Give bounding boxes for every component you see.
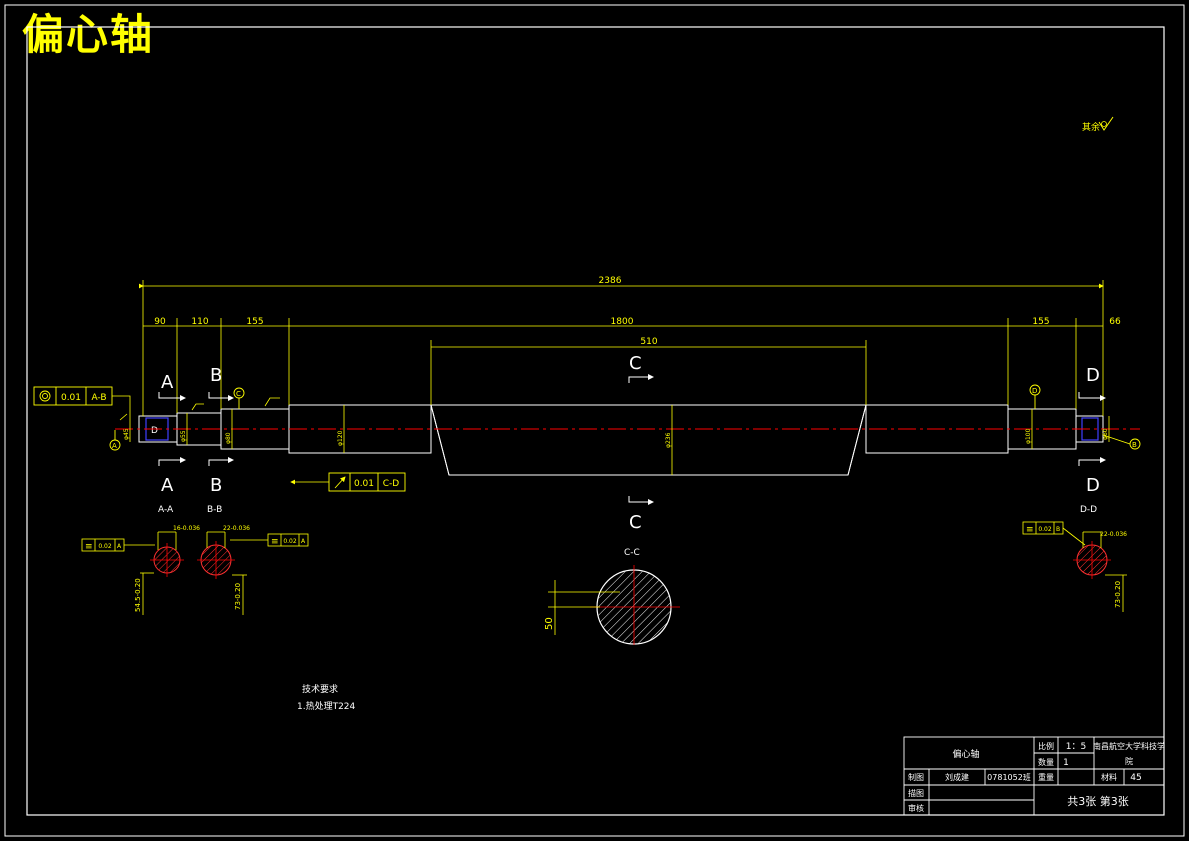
section-mark-b-top: B <box>210 365 222 386</box>
aa-width: 16-0.036 <box>173 525 200 532</box>
dim-left-d2: φ55 <box>180 430 187 442</box>
tb-check-label: 审核 <box>908 803 924 813</box>
section-mark-a-top: A <box>161 372 174 393</box>
svg-text:0.02: 0.02 <box>1038 526 1052 533</box>
cc-offset: 50 <box>544 617 555 630</box>
svg-text:≡: ≡ <box>271 537 279 547</box>
tb-drawn-id: 0781052班 <box>987 772 1031 782</box>
tb-scale-label: 比例 <box>1038 741 1054 751</box>
tb-qty-label: 数量 <box>1038 757 1054 767</box>
svg-text:A: A <box>301 538 306 545</box>
keyway-label: D <box>151 426 158 436</box>
section-title-aa: A-A <box>158 505 174 515</box>
surface-note: 其余 <box>1082 121 1100 133</box>
tb-qty-value: 1 <box>1063 758 1069 768</box>
svg-text:0.02: 0.02 <box>283 538 297 545</box>
aa-depth: 54.5-0.20 <box>134 578 142 612</box>
shaft-outline <box>138 404 1104 476</box>
dim-left-d3: φ80 <box>225 432 232 444</box>
tb-design-label: 描图 <box>908 788 924 798</box>
tb-material-value: 45 <box>1130 773 1141 783</box>
bb-depth: 73-0.20 <box>234 583 242 610</box>
datum-b: B <box>1132 441 1137 449</box>
dd-width: 22-0.036 <box>1100 531 1127 538</box>
tb-sheets: 共3张 第3张 <box>1067 794 1129 808</box>
section-mark-a-bottom: A <box>161 475 174 496</box>
tb-scale-value: 1：5 <box>1066 742 1086 752</box>
section-mark-d-bottom: D <box>1086 475 1100 496</box>
outer-border <box>4 4 1185 837</box>
svg-text:0.02: 0.02 <box>98 543 112 550</box>
dim-seg-center: 510 <box>640 337 657 347</box>
dim-overall: 2386 <box>599 276 622 286</box>
dd-depth: 73-0.20 <box>1114 581 1122 608</box>
dim-right-d2: φ60 <box>1102 428 1109 440</box>
tb-drawn-label: 制图 <box>908 772 924 782</box>
dim-seg6: 66 <box>1109 317 1121 327</box>
svg-text:0.01: 0.01 <box>61 393 81 403</box>
section-mark-c-top: C <box>629 353 642 374</box>
svg-text:A-B: A-B <box>91 393 106 403</box>
tb-drawn-name: 刘成建 <box>945 772 969 782</box>
bb-symmetry-frame: ≡ 0.02 A <box>230 533 309 547</box>
dim-seg-mid: 1800 <box>611 317 634 327</box>
tech-req-item1: 1.热处理T224 <box>297 700 356 712</box>
svg-text:C-D: C-D <box>383 479 400 489</box>
tb-weight-label: 重量 <box>1038 772 1054 782</box>
tb-org-line2: 院 <box>1125 756 1133 766</box>
dim-seg1: 90 <box>154 317 166 327</box>
section-mark-d-top: D <box>1086 365 1100 386</box>
datum-a: A <box>112 442 117 450</box>
svg-text:≡: ≡ <box>1026 525 1034 535</box>
symmetry-icon: ≡ <box>85 542 93 552</box>
runout-icon <box>334 476 346 489</box>
tb-material-label: 材料 <box>1101 772 1117 782</box>
title-block <box>903 736 1165 816</box>
dd-symmetry-frame: ≡ 0.02 B <box>1022 521 1086 546</box>
datum-d: D <box>1032 387 1037 395</box>
tb-org-line1: 南昌航空大学科技学 <box>1093 741 1165 751</box>
coaxiality-frame: 0.01 A-B <box>33 386 131 416</box>
bb-width: 22-0.036 <box>223 525 250 532</box>
inner-border <box>26 26 1165 816</box>
dim-right-d1: φ100 <box>1025 428 1032 444</box>
tb-part-name: 偏心轴 <box>952 748 979 760</box>
coaxiality-icon <box>39 390 51 402</box>
section-title-cc: C-C <box>624 548 640 558</box>
runout-frame: 0.01 C-D <box>290 472 406 492</box>
dim-seg3: 155 <box>246 317 263 327</box>
section-mark-c-bottom: C <box>629 512 642 533</box>
dim-seg2: 110 <box>191 317 208 327</box>
section-title-dd: D-D <box>1080 505 1097 515</box>
svg-text:0.01: 0.01 <box>354 479 374 489</box>
section-title-bb: B-B <box>207 505 222 515</box>
aa-symmetry-frame: ≡ 0.02 A <box>81 538 155 552</box>
dim-center-d: φ236 <box>665 432 672 448</box>
dim-left-d1: φ45 <box>123 428 130 440</box>
dim-left-d4: φ120 <box>337 430 344 446</box>
drawing-title: 偏心轴 <box>22 10 155 59</box>
roughness-symbol <box>1098 116 1114 131</box>
svg-text:A: A <box>117 543 122 550</box>
section-mark-b-bottom: B <box>210 475 222 496</box>
svg-text:B: B <box>1056 526 1060 533</box>
datum-c: C <box>236 390 241 398</box>
dim-seg5: 155 <box>1032 317 1049 327</box>
tech-req-heading: 技术要求 <box>302 683 338 695</box>
